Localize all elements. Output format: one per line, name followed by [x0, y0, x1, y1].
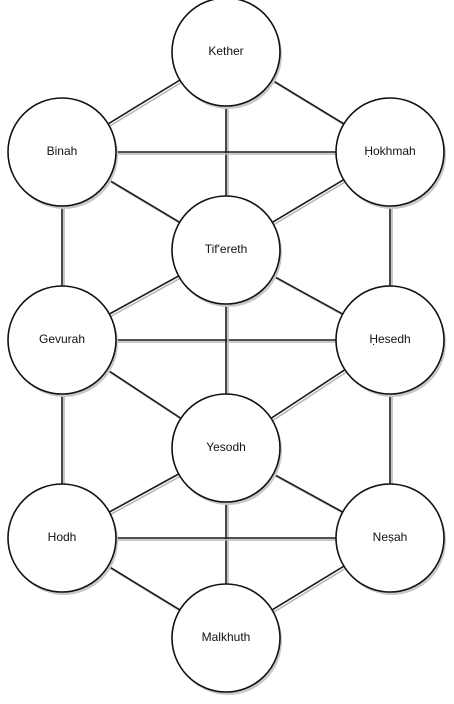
- node-circle-kether: [171, 0, 281, 107]
- node-binah: Binah: [7, 97, 118, 209]
- node-label-nesah: Neṣah: [373, 530, 408, 544]
- node-circle-tifereth: [171, 195, 281, 305]
- node-label-hesedh: Ḥesedh: [369, 332, 410, 346]
- node-circle-yesodh: [171, 393, 281, 503]
- node-label-hodh: Hodh: [48, 530, 77, 544]
- node-circle-malkhuth: [171, 583, 281, 693]
- node-malkhuth: Malkhuth: [171, 583, 282, 695]
- node-label-malkhuth: Malkhuth: [202, 630, 251, 644]
- node-label-gevurah: Gevurah: [39, 332, 85, 346]
- node-circle-nesah: [335, 483, 445, 593]
- node-hesedh: Ḥesedh: [335, 285, 446, 397]
- node-label-hokhmah: Ḥokhmah: [364, 144, 415, 158]
- node-circle-gevurah: [7, 285, 117, 395]
- node-label-binah: Binah: [47, 144, 78, 158]
- node-circle-binah: [7, 97, 117, 207]
- node-label-kether: Kether: [208, 44, 243, 58]
- node-gevurah: Gevurah: [7, 285, 118, 397]
- node-label-yesodh: Yesodh: [206, 440, 246, 454]
- node-hodh: Hodh: [7, 483, 118, 595]
- node-yesodh: Yesodh: [171, 393, 282, 505]
- node-nesah: Neṣah: [335, 483, 446, 595]
- node-kether: Kether: [171, 0, 282, 109]
- node-hokhmah: Ḥokhmah: [335, 97, 446, 209]
- node-circle-hokhmah: [335, 97, 445, 207]
- node-tifereth: Tif'ereth: [171, 195, 282, 307]
- node-circle-hodh: [7, 483, 117, 593]
- node-circle-hesedh: [335, 285, 445, 395]
- node-label-tifereth: Tif'ereth: [205, 242, 248, 256]
